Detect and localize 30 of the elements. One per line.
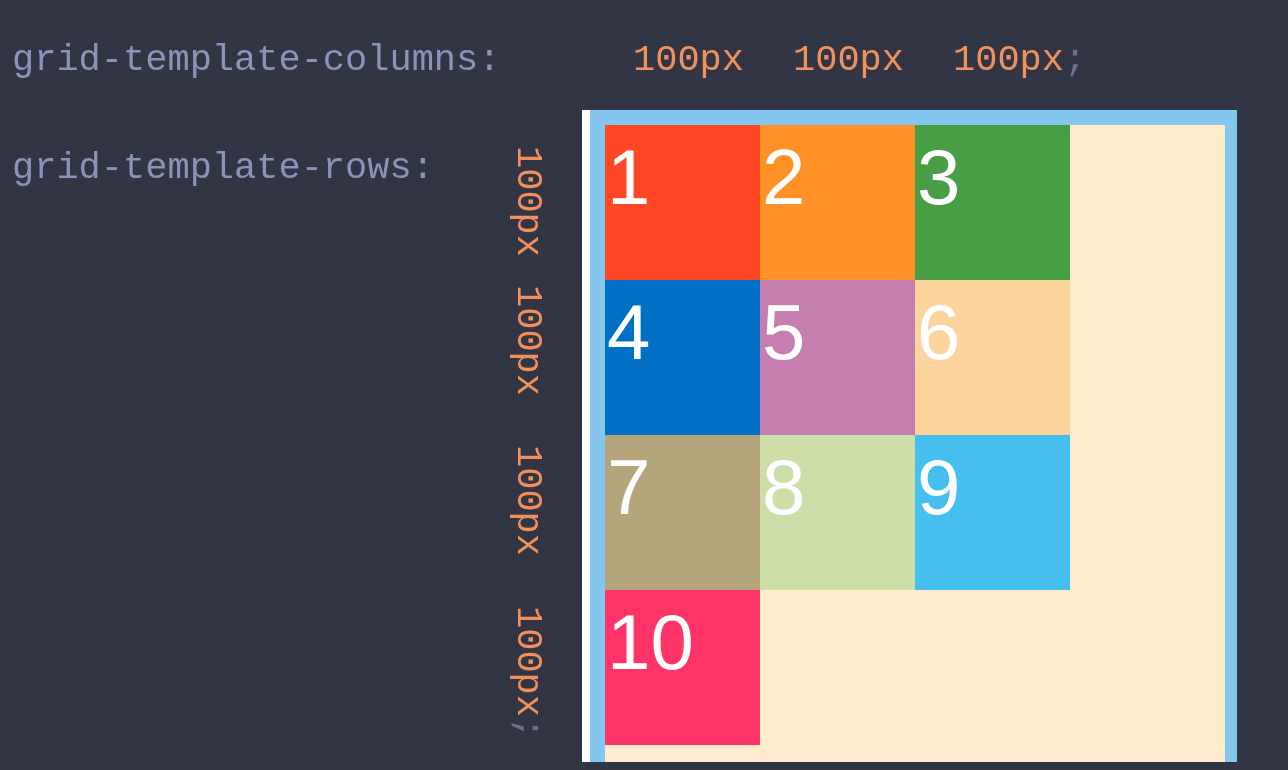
grid-item bbox=[760, 280, 915, 435]
css-value: 100px bbox=[506, 445, 550, 557]
item-number: 2 bbox=[762, 138, 807, 216]
css-value: 100px bbox=[633, 38, 745, 82]
grid-item bbox=[605, 435, 760, 590]
css-value: 100px bbox=[793, 38, 905, 82]
grid-item bbox=[605, 125, 760, 280]
grid-item bbox=[605, 280, 760, 435]
item-number: 10 bbox=[607, 603, 695, 681]
css-value: 100px; bbox=[953, 38, 1087, 82]
css-property-name: grid-template-columns: bbox=[12, 38, 501, 82]
grid-item bbox=[605, 590, 760, 745]
css-property-name: grid-template-rows: bbox=[12, 146, 434, 190]
item-number: 8 bbox=[762, 448, 807, 526]
grid-item bbox=[915, 435, 1070, 590]
grid-container bbox=[582, 110, 1237, 762]
css-value: 100px bbox=[506, 146, 550, 258]
item-number: 7 bbox=[607, 448, 652, 526]
grid-item bbox=[915, 280, 1070, 435]
item-number: 9 bbox=[917, 448, 962, 526]
item-number: 1 bbox=[607, 138, 652, 216]
css-value: 100px; bbox=[506, 606, 550, 740]
grid-item bbox=[915, 125, 1070, 280]
item-number: 3 bbox=[917, 138, 962, 216]
item-number: 4 bbox=[607, 293, 652, 371]
grid-item bbox=[760, 435, 915, 590]
css-value: 100px bbox=[506, 285, 550, 397]
grid-item bbox=[760, 125, 915, 280]
item-number: 6 bbox=[917, 293, 962, 371]
item-number: 5 bbox=[762, 293, 807, 371]
